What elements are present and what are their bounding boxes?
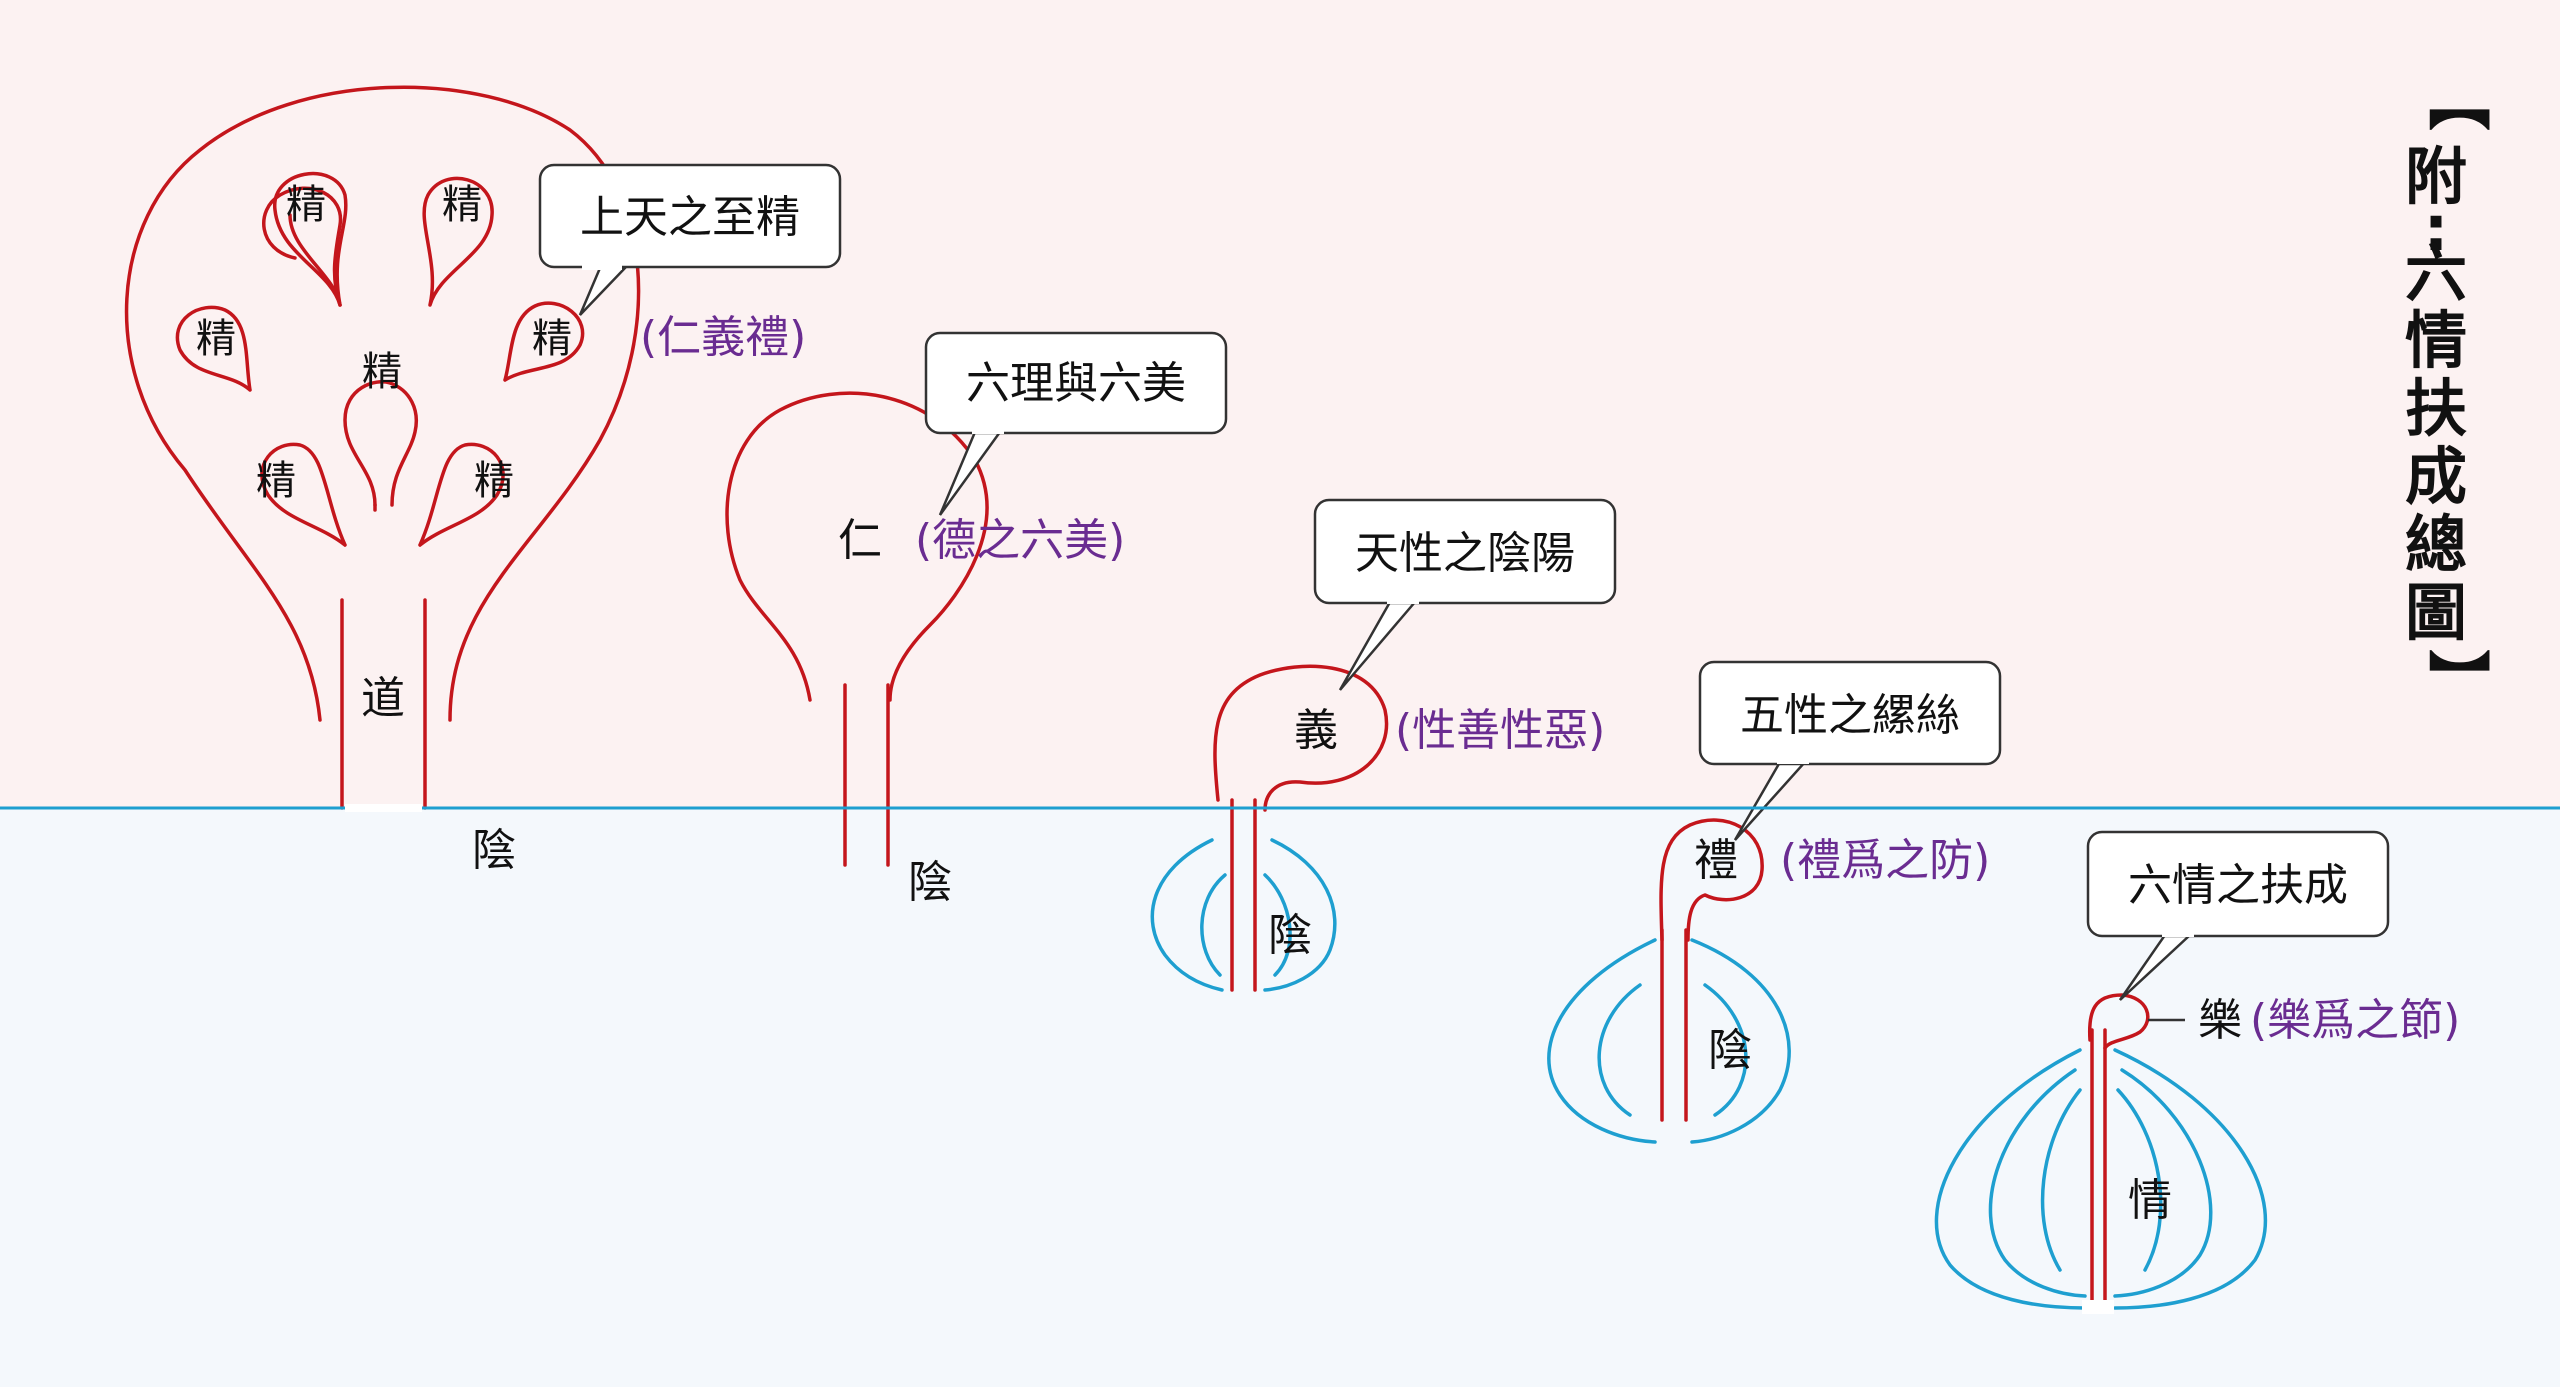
title-char-1: 附 [2405,140,2467,213]
callout-stage2: 六理與六美 [924,331,1228,516]
svg-text:上天之至精: 上天之至精 [580,192,800,243]
title-open-bracket: 【 [2421,69,2494,131]
annotation-stage3: (性善性惡) [1395,705,1605,756]
essence-label-4: 精 [532,316,572,362]
stage1-tree: 精 精 精 精 精 精 精 道 陰 上天之至精 (仁義禮) [124,85,842,876]
bulb-label-ren: 仁 [838,515,882,566]
callout-stage1: 上天之至精 [538,163,842,316]
callout-stage5: 六情之扶成 [2086,830,2390,1001]
stage2-plant: 仁 陰 六理與六美 (德之六美) [725,331,1228,908]
essence-bulb-1 [273,171,348,307]
annotation-stage2: (德之六美) [915,515,1125,566]
root-label-3: 陰 [1268,910,1312,961]
title-char-6: 成 [2405,440,2467,513]
root-label-4: 陰 [1708,1025,1752,1076]
stage5-plant: 情 樂 六情之扶成 (樂爲之節) [1934,830,2460,1314]
essence-label-2: 精 [442,182,482,228]
bulb-label-li: 禮 [1694,835,1738,886]
stage4-plant: 禮 陰 五性之縲絲 (禮爲之防) [1547,660,2002,1144]
svg-text:六情之扶成: 六情之扶成 [2128,860,2348,911]
title-close-bracket: 】 [2421,649,2494,711]
callout-stage4: 五性之縲絲 [1698,660,2002,841]
bulb-label-yue: 樂 [2198,995,2242,1046]
title-char-2: : [2424,192,2449,265]
essence-label-5: 精 [362,349,402,395]
annotation-stage5: (樂爲之節) [2250,995,2460,1046]
svg-text:五性之縲絲: 五性之縲絲 [1740,690,1960,741]
callout-stage3: 天性之陰陽 [1313,498,1617,691]
annotation-stage4: (禮爲之防) [1780,835,1990,886]
title-char-3: 六 [2405,237,2467,310]
essence-label-3: 精 [196,316,236,362]
title-char-4: 情 [2405,304,2467,377]
svg-text:天性之陰陽: 天性之陰陽 [1355,528,1575,579]
root-label-2: 陰 [908,857,952,908]
title-char-7: 總 [2405,508,2467,581]
stem-label-dao: 道 [361,673,405,724]
svg-text:六理與六美: 六理與六美 [966,358,1186,409]
stage3-plant: 義 陰 天性之陰陽 (性善性惡) [1150,498,1617,992]
title-char-8: 圖 [2405,576,2467,649]
vertical-title: 【 附 : 六 情 扶 成 總 圖 】 [2405,69,2494,711]
essence-label-6: 精 [256,458,296,504]
root-label-1: 陰 [472,825,516,876]
essence-label-1: 精 [286,182,326,228]
root-label-qing: 情 [2128,1175,2172,1226]
essence-label-7: 精 [474,458,514,504]
annotation-stage1: (仁義禮) [640,312,806,363]
title-char-5: 扶 [2405,372,2467,445]
bulb-label-yi: 義 [1294,705,1338,756]
